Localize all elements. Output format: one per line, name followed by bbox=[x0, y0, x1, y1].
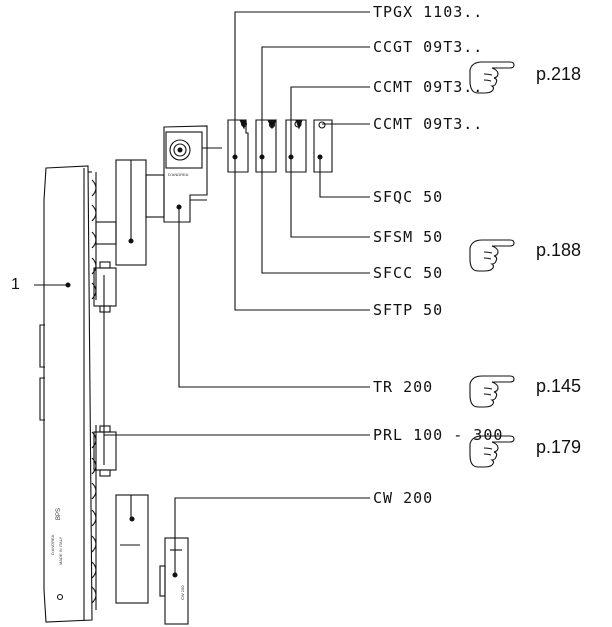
body-model-text: BPS bbox=[56, 507, 62, 520]
pointing-hand-icon bbox=[469, 239, 515, 272]
item-number-label: 1 bbox=[11, 276, 20, 293]
leader-lines bbox=[34, 11, 370, 575]
pointing-hand-icon bbox=[469, 435, 515, 468]
body-origin-text: MADE IN ITALY bbox=[58, 536, 63, 565]
label-ccmt-1: CCMT 09T3.. bbox=[373, 78, 484, 96]
label-cw200: CW 200 bbox=[373, 489, 434, 507]
label-ccmt-2: CCMT 09T3.. bbox=[373, 115, 484, 133]
page-ref-holders: p.188 bbox=[536, 240, 582, 260]
label-sfsm: SFSM 50 bbox=[373, 228, 444, 246]
page-ref-inserts: p.218 bbox=[536, 64, 582, 84]
pointing-hand-icon bbox=[469, 375, 515, 408]
cartridge-sfqc bbox=[313, 119, 333, 173]
slide-teeth bbox=[91, 179, 97, 604]
cw-mark-text: CW 200 bbox=[180, 585, 185, 600]
body-brand-text: D'ANDREA bbox=[50, 534, 55, 555]
cartridge-sftp bbox=[227, 119, 249, 173]
cw200-fine-boring-head bbox=[159, 537, 189, 625]
page-ref-prl: p.179 bbox=[536, 437, 582, 457]
cartridge-sfsm bbox=[285, 119, 307, 173]
prl-extension bbox=[115, 494, 149, 604]
cartridge-sfcc bbox=[255, 119, 277, 173]
holder-brand-text: D'ANDREA bbox=[168, 172, 189, 177]
label-sftp: SFTP 50 bbox=[373, 301, 444, 319]
page-ref-tr200: p.145 bbox=[536, 376, 582, 396]
label-prl: PRL 100 - 300 bbox=[373, 426, 504, 444]
label-tr200: TR 200 bbox=[373, 378, 434, 396]
pointing-hand-icon bbox=[469, 61, 515, 94]
label-sfqc: SFQC 50 bbox=[373, 188, 444, 206]
tr200-body bbox=[95, 159, 165, 266]
label-ccgt: CCGT 09T3.. bbox=[373, 38, 484, 56]
label-sfcc: SFCC 50 bbox=[373, 264, 444, 282]
label-tpgx: TPGX 1103.. bbox=[373, 3, 484, 21]
